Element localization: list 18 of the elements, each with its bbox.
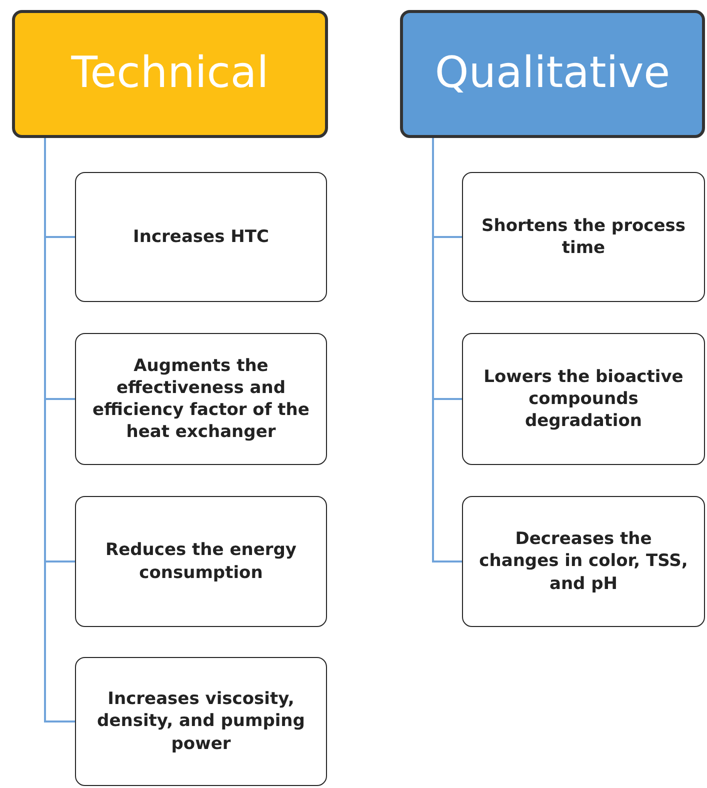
header-text: Technical — [71, 47, 269, 100]
item-text: Increases HTC — [133, 226, 269, 248]
category-header-box — [12, 10, 328, 138]
item-text: Reduces the energy consumption — [104, 539, 298, 584]
item-box — [462, 333, 705, 465]
item-text: Lowers the bioactive compounds degradation — [482, 366, 684, 432]
item-text: Augments the effectiveness and efficiency factor of the heat exchanger — [92, 354, 310, 444]
item-text: Shortens the process time — [480, 214, 686, 260]
item-box — [75, 333, 327, 465]
item-text: Increases viscosity, density, and pumping power — [96, 688, 306, 755]
item-box — [462, 172, 705, 302]
header-text: Qualitative — [434, 47, 670, 100]
item-box — [75, 496, 327, 627]
item-box — [75, 172, 327, 302]
item-box — [462, 496, 705, 627]
item-text: Decreases the changes in color, TSS, and pH — [478, 528, 689, 595]
category-header-box — [400, 10, 705, 138]
item-box — [75, 657, 327, 786]
